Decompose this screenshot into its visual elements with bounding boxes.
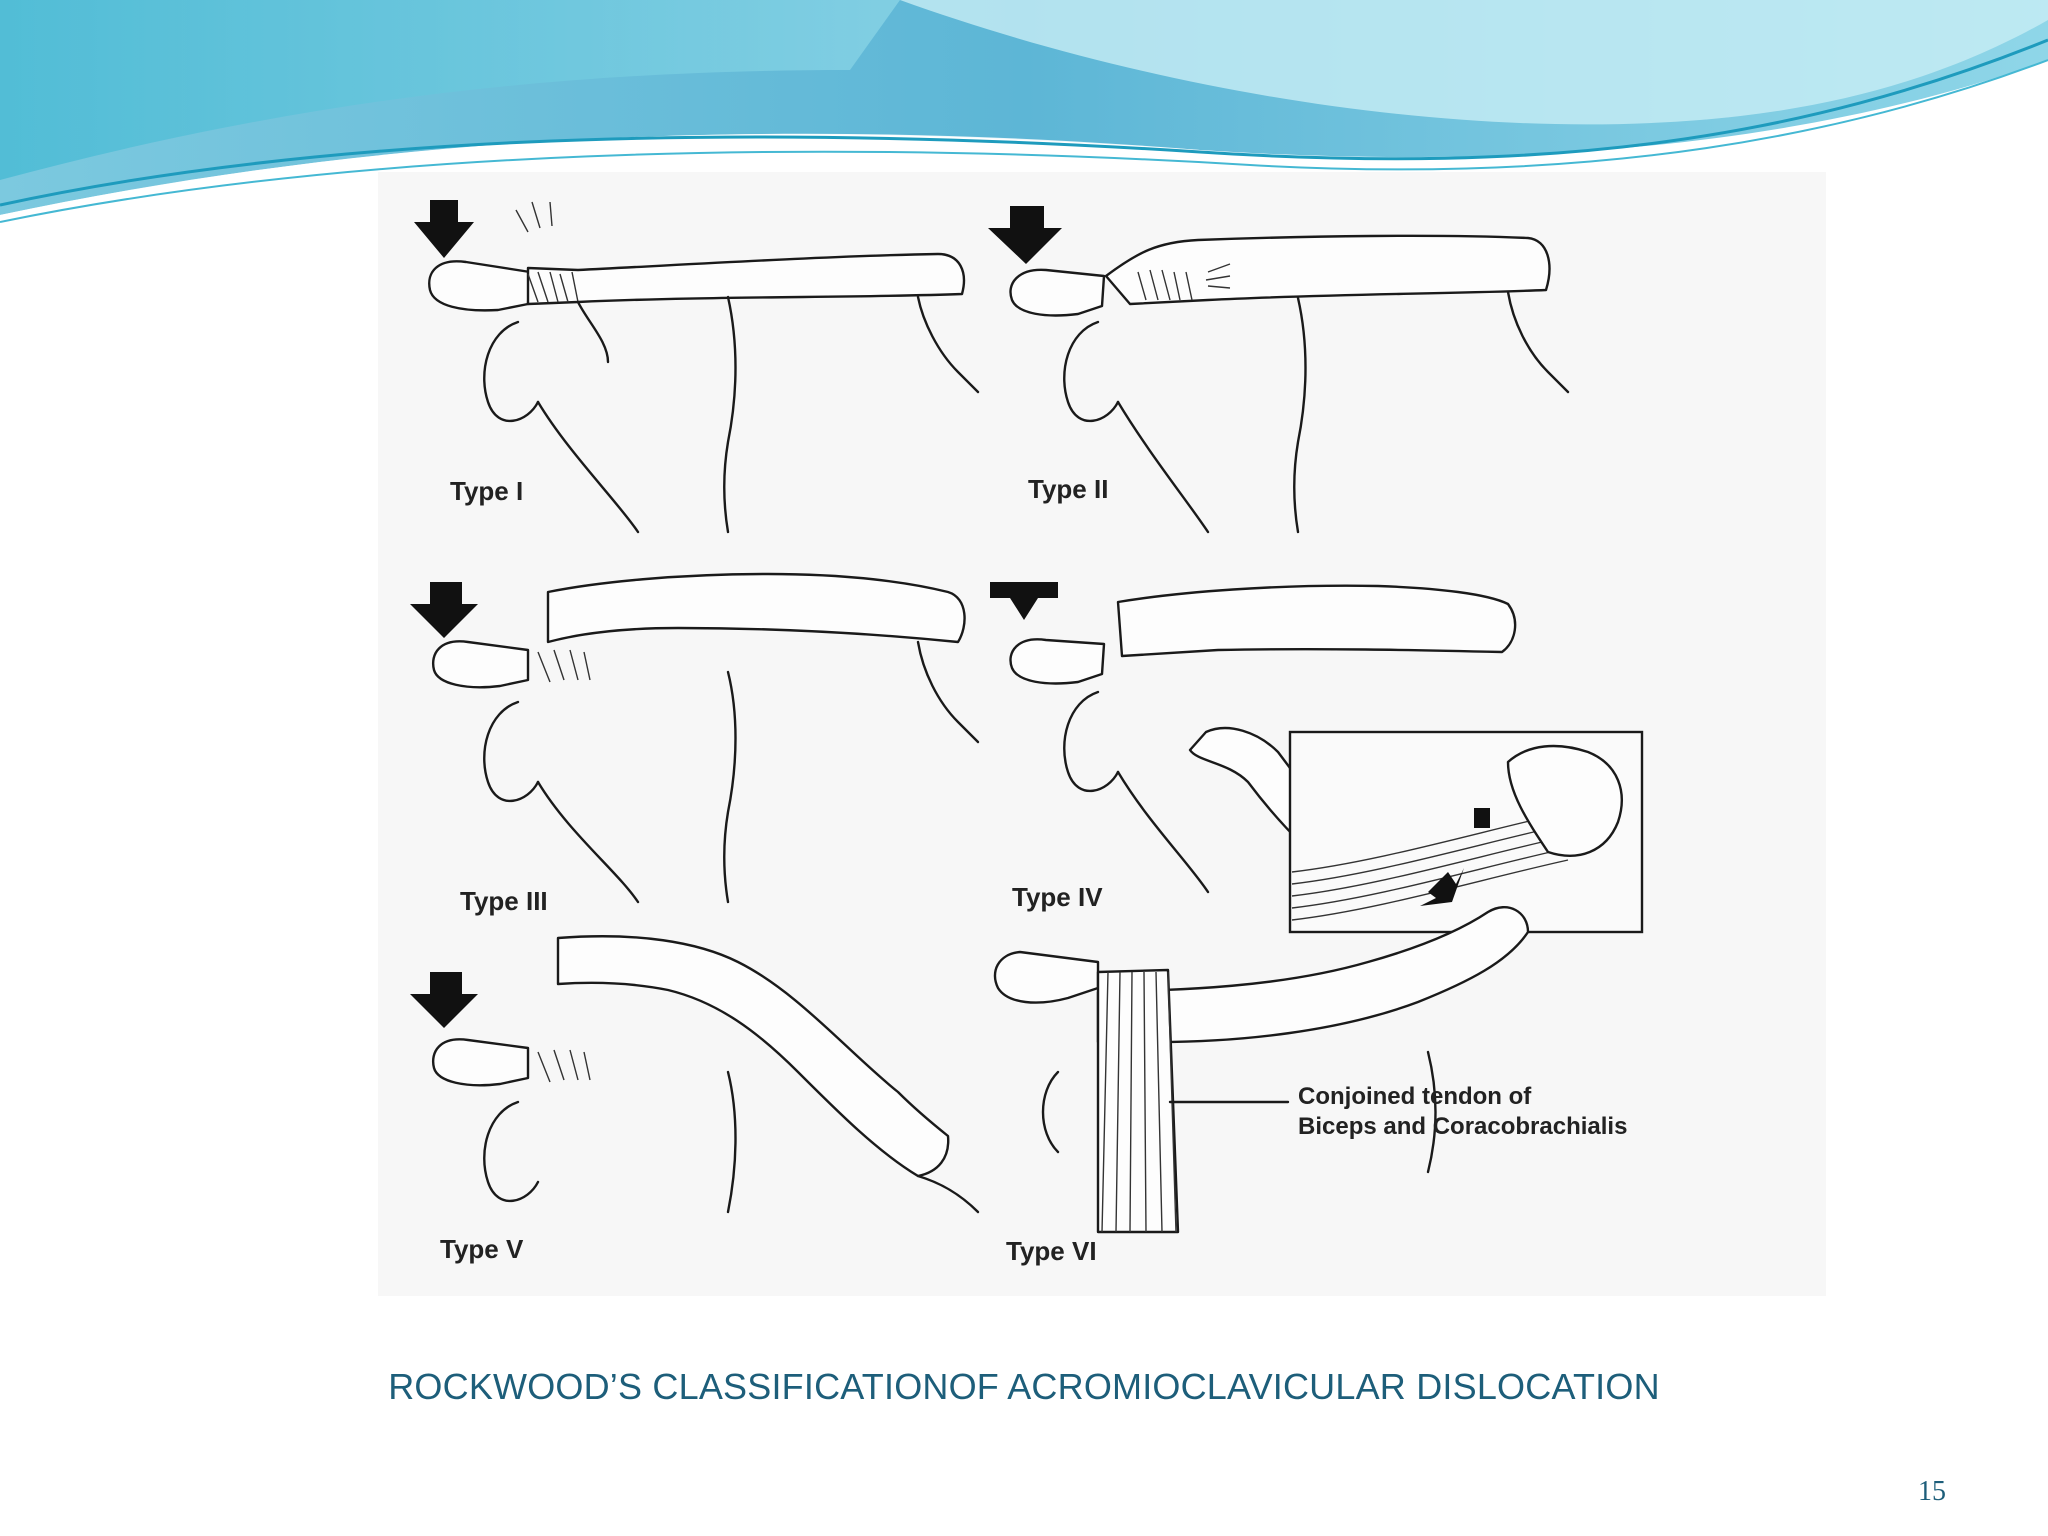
page-number: 15 xyxy=(1918,1476,1946,1507)
callout-line-1: Conjoined tendon of xyxy=(1298,1083,1532,1110)
type-label: Type IV xyxy=(1012,882,1103,912)
panel-type-3: Type III xyxy=(410,572,980,916)
panel-type-5: Type V xyxy=(410,935,980,1264)
displacement-arrow-icon xyxy=(1474,808,1490,828)
classification-diagram: Type I Type II Type III xyxy=(410,200,1644,1266)
classification-figure: Type I Type II Type III xyxy=(378,172,1826,1296)
force-arrow-icon xyxy=(414,200,474,258)
force-arrow-icon xyxy=(988,206,1062,264)
displacement-arrow-icon xyxy=(1420,868,1464,906)
force-arrow-icon xyxy=(410,582,478,638)
panel-type-4: Type IV xyxy=(990,582,1644,934)
callout-line-2: Biceps and Coracobrachialis xyxy=(1298,1113,1627,1140)
panel-type-2: Type II xyxy=(988,206,1570,534)
type-label: Type VI xyxy=(1006,1236,1097,1266)
type-label: Type I xyxy=(450,476,523,506)
panel-type-6: Conjoined tendon of Biceps and Coracobra… xyxy=(993,906,1627,1266)
panel-type-1: Type I xyxy=(414,200,980,534)
type-label: Type III xyxy=(460,886,548,916)
type-label: Type II xyxy=(1028,474,1108,504)
slide-caption: ROCKWOOD’S CLASSIFICATIONOF ACROMIOCLAVI… xyxy=(388,1366,1660,1407)
force-arrow-icon xyxy=(990,582,1058,620)
force-arrow-icon xyxy=(410,972,478,1028)
type-label: Type V xyxy=(440,1234,524,1264)
header-wave-decoration xyxy=(0,0,2048,230)
